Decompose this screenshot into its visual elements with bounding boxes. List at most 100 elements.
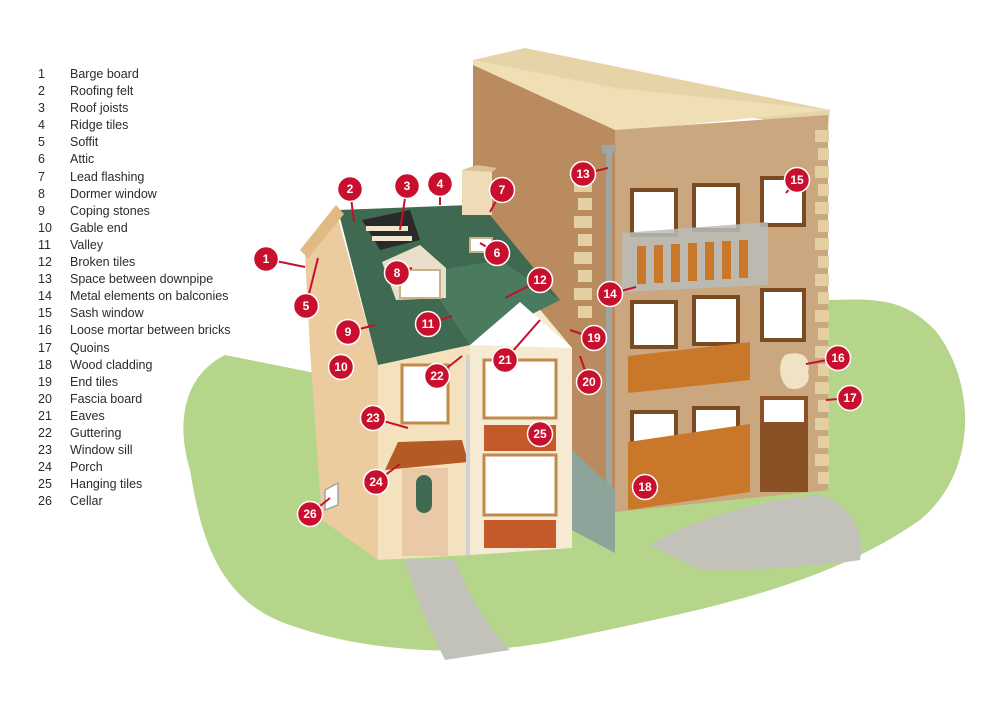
legend-label: Wood cladding bbox=[70, 357, 153, 372]
legend-label: Broken tiles bbox=[70, 255, 136, 270]
legend-item: 24 Porch bbox=[38, 459, 231, 476]
callout-marker: 15 bbox=[783, 166, 811, 194]
callout-marker: 6 bbox=[483, 239, 511, 267]
callout-number: 5 bbox=[303, 299, 310, 313]
callout-number: 12 bbox=[533, 273, 547, 287]
callout-circle bbox=[414, 310, 442, 338]
legend-label: Window sill bbox=[70, 443, 133, 458]
legend-label: Loose mortar between bricks bbox=[70, 323, 231, 338]
legend-number: 21 bbox=[38, 408, 52, 423]
callout-marker: 18 bbox=[631, 473, 659, 501]
callout-number: 10 bbox=[334, 360, 348, 374]
callout-marker: 13 bbox=[569, 160, 597, 188]
terraced-house bbox=[300, 165, 572, 560]
callout-number: 21 bbox=[498, 353, 512, 367]
callout-number: 14 bbox=[603, 287, 617, 301]
legend-number: 6 bbox=[38, 152, 45, 167]
callout-circle bbox=[327, 353, 355, 381]
legend-label: Barge board bbox=[70, 67, 139, 81]
callout-number: 15 bbox=[790, 173, 804, 187]
legend-label: Space between downpipe bbox=[70, 272, 214, 287]
legend-label: Valley bbox=[70, 237, 104, 252]
callout-number: 3 bbox=[404, 179, 411, 193]
callout-marker: 21 bbox=[491, 346, 519, 374]
legend-number: 24 bbox=[38, 460, 52, 475]
callout-number: 25 bbox=[533, 427, 547, 441]
callout-marker: 12 bbox=[526, 266, 554, 294]
legend-number: 11 bbox=[38, 237, 51, 252]
callout-number: 8 bbox=[394, 266, 401, 280]
callout-circle bbox=[526, 266, 554, 294]
legend-number: 8 bbox=[38, 186, 45, 201]
callout-circle bbox=[296, 500, 324, 528]
legend-number: 4 bbox=[38, 118, 45, 133]
callout-circle bbox=[336, 175, 364, 203]
legend-label: Roof joists bbox=[70, 101, 129, 116]
legend-item: 14 Metal elements on balconies bbox=[38, 288, 231, 305]
callout-number: 18 bbox=[638, 480, 652, 494]
callout-number: 24 bbox=[369, 475, 383, 489]
legend-label: Gable end bbox=[70, 220, 128, 235]
legend-label: Attic bbox=[70, 152, 95, 167]
callout-number: 20 bbox=[582, 375, 596, 389]
legend-label: Soffit bbox=[70, 135, 99, 150]
legend-label: Metal elements on balconies bbox=[70, 289, 229, 304]
callout-number: 6 bbox=[494, 246, 501, 260]
legend-number: 25 bbox=[38, 477, 52, 492]
callout-circle bbox=[488, 176, 516, 204]
callout-marker: 26 bbox=[296, 500, 324, 528]
legend-number: 13 bbox=[38, 272, 52, 287]
callout-marker: 16 bbox=[824, 344, 852, 372]
legend-number: 1 bbox=[38, 67, 45, 81]
callout-marker: 17 bbox=[836, 384, 864, 412]
legend-item: 20 Fascia board bbox=[38, 391, 231, 408]
legend-item: 25 Hanging tiles bbox=[38, 476, 231, 493]
callout-number: 1 bbox=[263, 252, 270, 266]
legend-label: Dormer window bbox=[70, 186, 157, 201]
legend-number: 10 bbox=[38, 220, 52, 235]
legend-label: Porch bbox=[70, 460, 103, 475]
callout-number: 17 bbox=[843, 391, 857, 405]
callout-marker: 20 bbox=[575, 368, 603, 396]
callout-circle bbox=[580, 324, 608, 352]
legend-number: 18 bbox=[38, 357, 52, 372]
legend-item: 8 Dormer window bbox=[38, 186, 231, 203]
legend-label: Fascia board bbox=[70, 391, 143, 406]
callout-circle bbox=[836, 384, 864, 412]
callout-marker: 1 bbox=[252, 245, 280, 273]
callout-marker: 14 bbox=[596, 280, 624, 308]
callout-circle bbox=[423, 362, 451, 390]
legend-number: 19 bbox=[38, 374, 52, 389]
callout-circle bbox=[483, 239, 511, 267]
callout-circle bbox=[359, 404, 387, 432]
legend-label: Quoins bbox=[70, 340, 110, 355]
legend-label: Roofing felt bbox=[70, 84, 134, 99]
side-path bbox=[650, 495, 861, 570]
callout-number: 7 bbox=[499, 183, 506, 197]
legend-number: 15 bbox=[38, 306, 52, 321]
callout-number: 16 bbox=[831, 351, 845, 365]
callout-marker: 9 bbox=[334, 318, 362, 346]
callout-circle bbox=[383, 259, 411, 287]
legend-number: 26 bbox=[38, 494, 52, 509]
callout-marker: 3 bbox=[393, 172, 421, 200]
callout-marker: 7 bbox=[488, 176, 516, 204]
legend-number: 20 bbox=[38, 391, 52, 406]
callout-marker: 24 bbox=[362, 468, 390, 496]
legend-label: Coping stones bbox=[70, 203, 150, 218]
legend-number: 23 bbox=[38, 443, 52, 458]
legend-label: Hanging tiles bbox=[70, 477, 143, 492]
legend-number: 14 bbox=[38, 289, 52, 304]
legend-label: Lead flashing bbox=[70, 169, 145, 184]
callout-marker: 10 bbox=[327, 353, 355, 381]
callout-marker: 5 bbox=[292, 292, 320, 320]
callout-circle bbox=[362, 468, 390, 496]
legend-number: 9 bbox=[38, 203, 45, 218]
